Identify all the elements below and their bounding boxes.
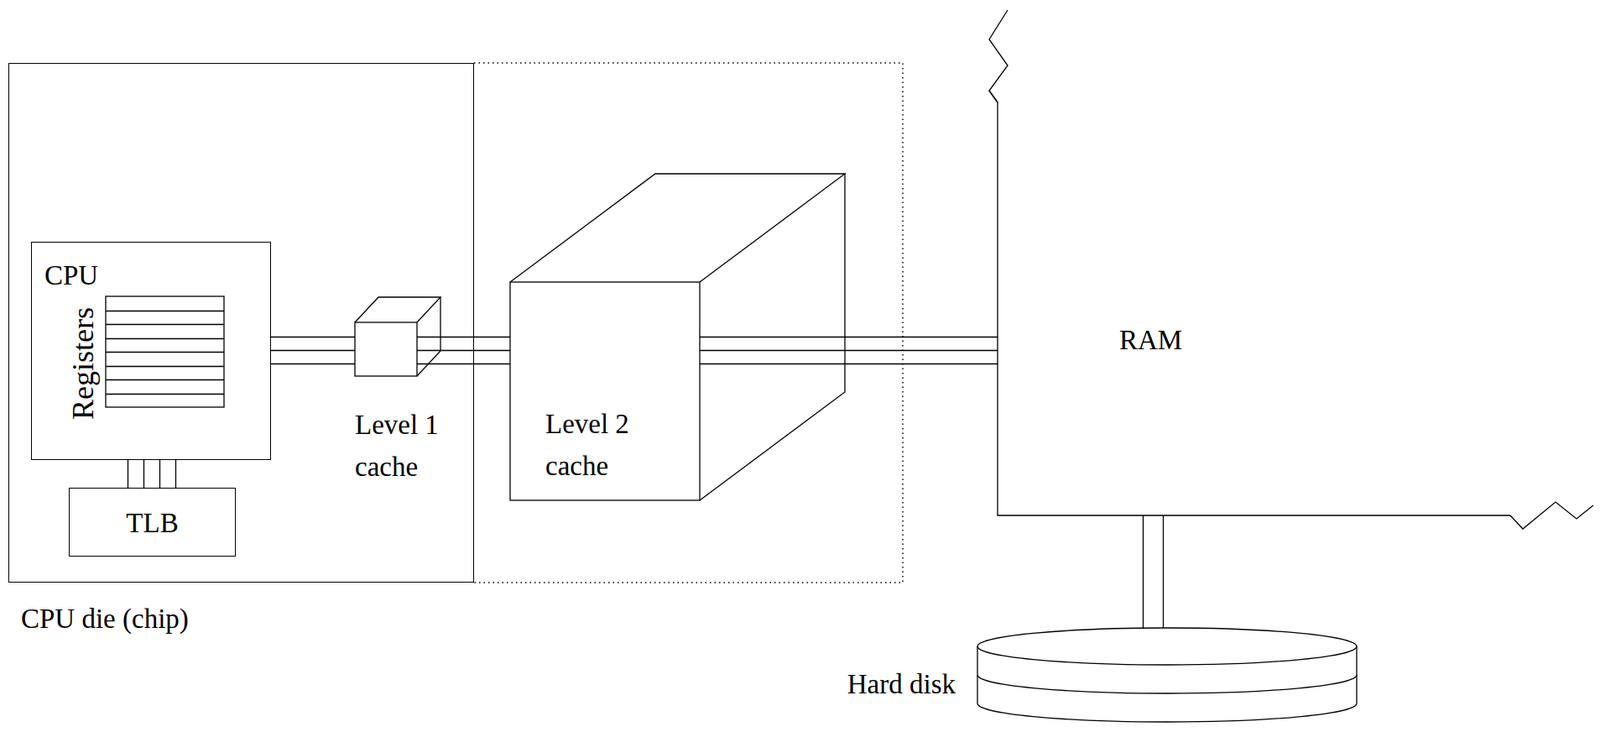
wire — [175, 459, 177, 488]
level1-cache: Level 1 cache — [354, 322, 417, 376]
register-file-outline — [105, 296, 225, 407]
level1-cache-outline — [354, 297, 441, 376]
wire — [271, 336, 355, 338]
level1-label: Level 1 cache — [354, 403, 460, 488]
bus-wires — [271, 337, 355, 365]
wire — [127, 459, 129, 488]
bus-wires — [416, 337, 511, 365]
wire — [1142, 515, 1144, 628]
chip-label: CPU die (chip) — [20, 597, 189, 640]
level2-cache-outline — [510, 173, 845, 501]
registers-label: Registers — [67, 307, 99, 420]
ram-region-outline — [989, 10, 1594, 529]
wire — [416, 336, 511, 338]
wire — [143, 459, 145, 488]
register-file: Registers — [105, 296, 225, 407]
cpu-label: CPU — [44, 254, 99, 297]
disk-label: Hard disk — [847, 662, 956, 705]
level1-cache-shape — [354, 322, 417, 376]
wire — [416, 363, 511, 365]
level2-label: Level 2 cache — [545, 402, 651, 487]
hard-disk-outline — [977, 627, 1357, 722]
wire — [159, 459, 161, 488]
hard-disk: Hard disk — [977, 627, 1357, 725]
tlb-box: TLB — [68, 487, 236, 557]
wire — [271, 363, 355, 365]
cpu-box: CPURegisters — [31, 241, 272, 460]
ram-label: RAM — [1119, 318, 1183, 361]
tlb-label: TLB — [69, 501, 235, 544]
wire — [699, 363, 998, 365]
hard-disk-shape — [977, 627, 1357, 725]
bus-wires — [128, 459, 177, 488]
register-file-shape — [105, 296, 225, 407]
wire — [699, 336, 998, 338]
ram-region: RAM — [997, 102, 1511, 516]
wire — [416, 349, 511, 351]
bus-wires — [1143, 515, 1164, 628]
ram-region-shape — [997, 102, 1511, 516]
bus-wires — [699, 337, 998, 365]
offchip-region — [474, 62, 903, 583]
wire — [699, 349, 998, 351]
level2-cache: Level 2 cache — [510, 281, 700, 501]
wire — [271, 349, 355, 351]
wire — [1162, 515, 1164, 628]
cpu-die: CPU die (chip)CPURegistersTLBLevel 1 cac… — [8, 62, 475, 583]
